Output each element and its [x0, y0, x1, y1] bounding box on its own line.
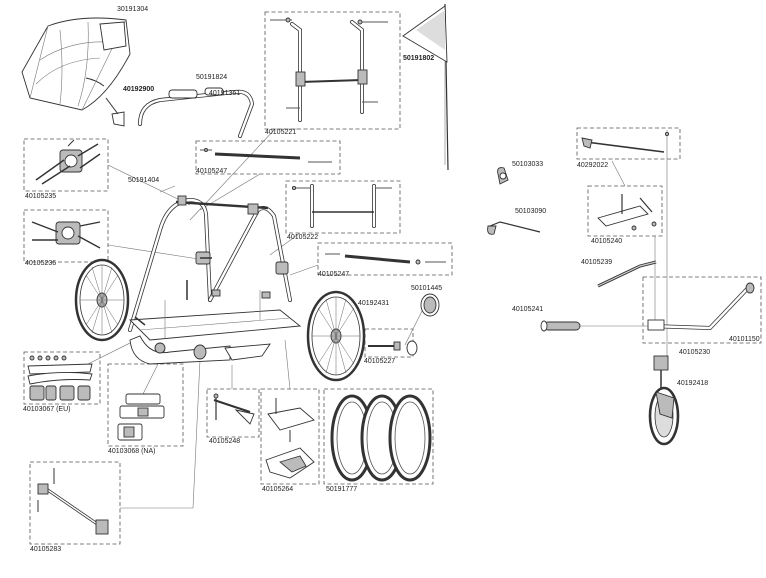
left-wheel-illustration: [74, 258, 130, 342]
handlebar-illustration: [105, 87, 255, 138]
wheel-mount-illustration: [653, 355, 669, 388]
box-cross-tube-upper: [195, 140, 341, 175]
rear-bar-kit-illustration: [291, 184, 392, 228]
part-number-label: 50191777: [326, 486, 358, 493]
part-number-label: 40292022: [577, 162, 609, 169]
part-number-label: 40105230: [679, 349, 711, 356]
canopy-illustration: [21, 17, 131, 111]
hitch-arm-illustration: [37, 468, 109, 535]
box-stroller-axle: [576, 127, 681, 160]
trailer-frame-illustration: [128, 195, 302, 365]
bracket-illustration: [597, 194, 657, 231]
reflector-set-na-illustration: [117, 393, 165, 441]
part-number-label: 40105283: [30, 546, 62, 553]
box-tires: [323, 388, 434, 485]
box-bracket: [587, 185, 663, 237]
part-number-label: 40105264: [262, 486, 294, 493]
part-number-label: 50103033: [512, 161, 544, 168]
box-reflector-na: [107, 363, 184, 447]
cross-tube-upper-illustration: [200, 148, 332, 163]
box-brake-kit: [206, 388, 260, 438]
stroller-arm-illustration: [647, 282, 755, 331]
box-reflector-eu: [23, 351, 101, 405]
part-number-label: 40192431: [358, 300, 390, 307]
part-number-label: 50191802: [403, 55, 435, 62]
box-cross-tube-lower: [317, 242, 453, 276]
part-number-label: 50103090: [515, 208, 547, 215]
box-stroller-arm: [642, 276, 762, 344]
safety-flag: [402, 3, 449, 171]
hub-cap-illustration: [420, 293, 440, 317]
box-rear-bar-kit: [285, 180, 401, 234]
part-number-label: 40103068 (NA): [108, 448, 156, 455]
grip-illustration: [540, 320, 581, 332]
cross-tube-lower-illustration: [325, 253, 446, 265]
part-number-label: 40191361: [209, 90, 241, 97]
wheel-guard-illustration: [265, 398, 315, 479]
strap-illustration: [597, 260, 657, 288]
part-number-label: 30191304: [117, 6, 149, 13]
part-number-label: 40105241: [512, 306, 544, 313]
tires-illustration: [330, 394, 432, 482]
axle-kit-illustration: [368, 340, 418, 356]
hinge-kit-a-illustration: [35, 139, 101, 185]
cable-illustration: [487, 221, 541, 235]
hinge-kit-b-illustration: [31, 221, 101, 249]
part-number-label: 40105247: [196, 168, 228, 175]
box-push-bar-kit: [264, 11, 401, 130]
box-hinge-kit-a: [23, 138, 109, 192]
part-number-label: 40105235: [25, 193, 57, 200]
brake-kit-illustration: [213, 393, 255, 425]
reflector-set-eu-illustration: [27, 355, 93, 401]
part-number-label: 40192900: [123, 86, 155, 93]
part-number-label: 40105222: [287, 234, 319, 241]
part-number-label: 40105236: [25, 260, 57, 267]
part-number-label: 40105247: [318, 271, 350, 278]
right-wheel-illustration: [306, 290, 366, 382]
clamp-illustration: [497, 167, 509, 185]
part-number-label: 40105248: [209, 438, 241, 445]
part-number-label: 40105239: [581, 259, 613, 266]
front-wheel-illustration: [648, 386, 680, 446]
box-hinge-kit-b: [23, 209, 109, 263]
part-number-label: 50191824: [196, 74, 228, 81]
part-number-label: 40105221: [265, 129, 297, 136]
push-bar-kit-illustration: [270, 17, 388, 122]
part-number-label: 40101150: [729, 336, 760, 343]
box-hitch-arm: [29, 461, 121, 545]
part-number-label: 40192418: [677, 380, 709, 387]
part-number-label: 40105227: [364, 358, 396, 365]
part-number-label: 50191404: [128, 177, 160, 184]
part-number-label: 40103067 (EU): [23, 406, 71, 413]
part-number-label: 40105240: [591, 238, 623, 245]
part-number-label: 50101445: [411, 285, 443, 292]
stroller-axle-illustration: [581, 131, 670, 153]
